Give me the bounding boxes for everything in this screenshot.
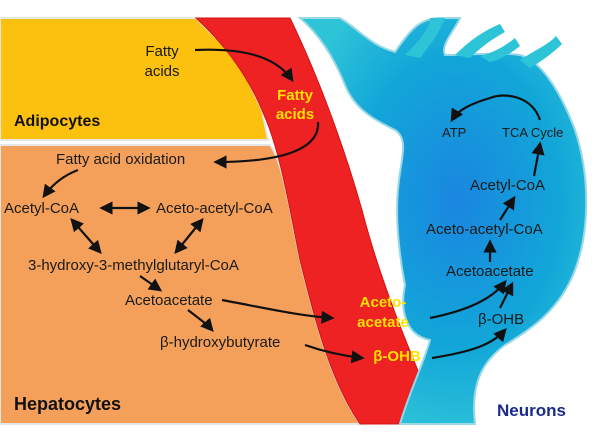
fatty-acid-oxidation: Fatty acid oxidation — [56, 151, 185, 168]
arrow-neuron-aceto-acetyl-to-acetyl — [499, 195, 516, 221]
neuron-region — [297, 17, 588, 425]
arrow-aceto-acetyl-hmg — [174, 217, 204, 255]
arrow-acetyl-hmg — [70, 218, 102, 254]
atp-label: ATP — [442, 125, 466, 140]
neurons-label: Neurons — [497, 401, 566, 420]
neuron-dendrite — [520, 36, 562, 68]
arrow-bhb-to-blood — [304, 343, 365, 364]
blood-acetoacetate-line1: Aceto- — [360, 294, 407, 311]
adipocytes-label: Adipocytes — [14, 113, 100, 130]
arrow-hmg-to-acetoacetate — [139, 275, 163, 292]
neuron-dendrite — [405, 18, 445, 58]
arrow-blood-to-oxidation — [213, 121, 320, 169]
neuron-aceto-acetyl-coa: Aceto-acetyl-CoA — [426, 221, 543, 238]
neuron-bohb: β-OHB — [478, 311, 524, 328]
arrow-acetyl-to-tca — [531, 141, 545, 177]
arrow-tca-to-atp — [450, 94, 542, 123]
blood-bohb: β-OHB — [373, 348, 421, 365]
neuron-acetyl-coa: Acetyl-CoA — [470, 177, 545, 194]
arrow-acetoacetate-to-bhb — [187, 309, 214, 332]
arrow-neuron-bohb-to-acetoacetate — [499, 281, 514, 309]
blood-acetoacetate-line2: acetate — [357, 314, 409, 331]
hmg-coa: 3-hydroxy-3-methylglutaryl-CoA — [28, 257, 239, 274]
arrow-blood-bohb-to-neuron — [431, 328, 507, 360]
tca-cycle-label: TCA Cycle — [502, 125, 563, 140]
blood-vessel — [194, 17, 441, 425]
blood-fatty-acids-line1: Fatty — [277, 87, 313, 104]
arrow-acetoacetate-to-blood — [221, 298, 335, 324]
adipocyte-fatty-acids-line1: Fatty — [145, 43, 179, 60]
liver-aceto-acetyl-coa: Aceto-acetyl-CoA — [156, 200, 273, 217]
liver-acetoacetate: Acetoacetate — [125, 292, 213, 309]
arrow-blood-acetoacetate-to-neuron — [429, 279, 507, 320]
blood-fatty-acids-line2: acids — [276, 106, 314, 123]
adipocyte-fatty-acids-line2: acids — [144, 63, 179, 80]
b-hydroxybutyrate: β-hydroxybutyrate — [160, 334, 280, 351]
hepatocytes-label: Hepatocytes — [14, 394, 121, 414]
arrow-adipocyte-to-blood — [194, 48, 294, 83]
neuron-dendrite — [480, 38, 520, 62]
arrow-oxidation-to-acetyl-coa — [42, 168, 79, 199]
liver-acetyl-coa: Acetyl-CoA — [4, 200, 79, 217]
neuron-dendrite — [455, 24, 505, 58]
neuron-acetoacetate: Acetoacetate — [446, 263, 534, 280]
